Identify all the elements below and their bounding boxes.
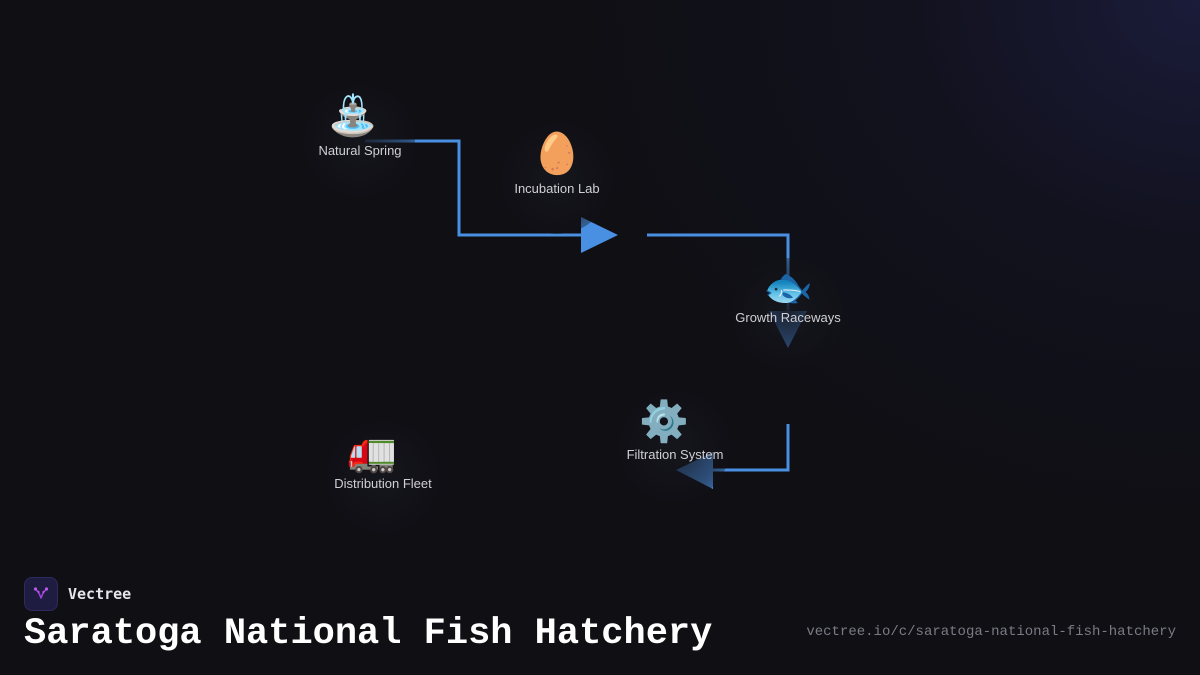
brand-name: Vectree: [68, 585, 132, 603]
gear-icon: ⚙️: [639, 400, 689, 444]
share-url-link[interactable]: vectree.io/c/saratoga-national-fish-hatc…: [806, 624, 1176, 640]
node-natural-spring[interactable]: ⛲ Natural Spring: [280, 86, 440, 196]
arrowhead-right-icon: [581, 217, 618, 253]
branch-icon: [33, 587, 49, 599]
egg-icon: 🥚: [532, 132, 582, 176]
node-background: [733, 258, 843, 368]
fountain-icon: ⛲: [328, 94, 378, 138]
node-incubation-lab[interactable]: 🥚 Incubation Lab: [477, 124, 637, 234]
node-background: [328, 422, 438, 532]
brand: Vectree: [24, 577, 131, 611]
node-background: [620, 392, 730, 502]
node-label: Incubation Lab: [514, 181, 600, 196]
truck-icon: 🚛: [347, 430, 397, 474]
node-filtration-system[interactable]: ⚙️ Filtration System: [595, 392, 755, 502]
node-label: Distribution Fleet: [334, 476, 432, 491]
node-label: Growth Raceways: [735, 310, 841, 325]
node-distribution-fleet[interactable]: 🚛 Distribution Fleet: [303, 422, 463, 532]
node-label: Filtration System: [626, 447, 724, 462]
node-background: [305, 86, 415, 196]
node-background: [502, 124, 612, 234]
vectree-logo-icon: [24, 577, 58, 611]
node-label: Natural Spring: [318, 143, 402, 158]
node-growth-raceways[interactable]: 🐟 Growth Raceways: [708, 258, 868, 368]
fish-icon: 🐟: [763, 266, 813, 310]
page-title: Saratoga National Fish Hatchery: [24, 613, 713, 655]
